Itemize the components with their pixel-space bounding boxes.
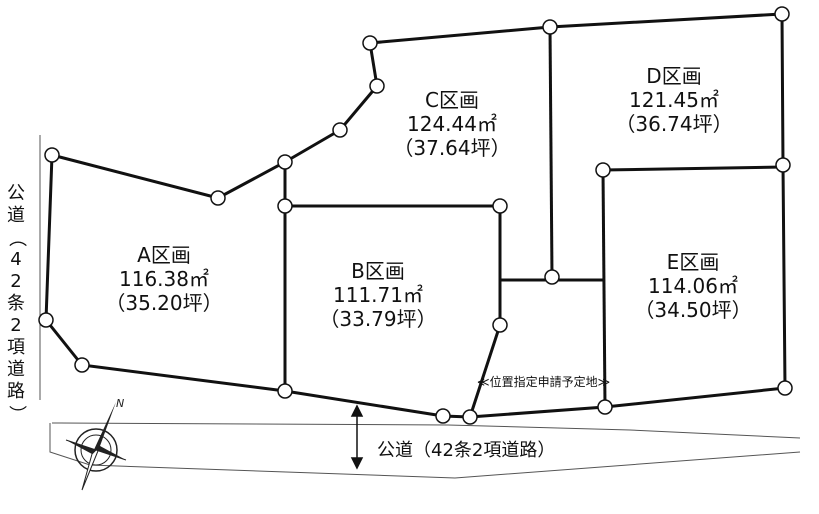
left-road-char: 項 [7,337,25,358]
lot-b-label: B区画 111.71㎡ （33.79坪） [319,259,436,331]
lot-b-tsubo: （33.79坪） [319,307,437,331]
lot-b-name: B区画 [351,259,405,283]
lot-boundaries [44,12,787,419]
lot-e-area: 114.06㎡ [648,274,738,298]
lot-d-label: D区画 121.45㎡ （36.74坪） [615,64,732,136]
left-road-char: 道 [7,205,25,226]
lot-e-tsubo: （34.50坪） [634,298,752,322]
left-road-char: 道 [7,359,25,380]
lot-d-name: D区画 [646,64,702,88]
left-road-char: （ [6,229,27,247]
left-road-char: 公 [7,183,25,204]
left-road-char: 2 [10,271,22,292]
road-edge-bottom-upper [52,422,449,426]
boundary-markers [38,6,793,425]
left-road-char: 2 [10,315,22,336]
bottom-road-label: 公道（42条2項道路） [377,440,556,461]
lot-e-label: E区画 114.06㎡ （34.50坪） [634,250,751,322]
lot-d-area: 121.45㎡ [629,88,719,112]
left-road-label: 公 道 （ 4 2 条 2 項 道 路 ） [4,183,28,425]
lot-a-name: A区画 [137,243,191,267]
road-edge-bottom-lower-2 [447,424,801,439]
left-road-char: 路 [7,381,25,402]
lot-a-tsubo: （35.20坪） [105,291,223,315]
road-width-arrow [350,404,364,470]
left-road-char: 4 [10,249,22,270]
designation-note: ≪位置指定申請予定地≫ [477,375,611,389]
lot-c-area: 124.44㎡ [407,112,497,136]
lot-e-name: E区画 [666,250,720,274]
lot-d-tsubo: （36.74坪） [615,112,733,136]
lot-a-label: A区画 116.38㎡ （35.20坪） [105,243,222,315]
left-road-char: 条 [7,293,25,314]
lot-b-area: 111.71㎡ [333,283,423,307]
lot-a-area: 116.38㎡ [119,267,209,291]
left-road-char: ） [6,405,27,423]
lot-c-tsubo: （37.64坪） [393,136,511,160]
lot-c-name: C区画 [425,88,479,112]
lot-c-label: C区画 124.44㎡ （37.64坪） [393,88,510,160]
north-compass-icon [65,402,127,491]
compass-north-label: N [116,397,125,410]
